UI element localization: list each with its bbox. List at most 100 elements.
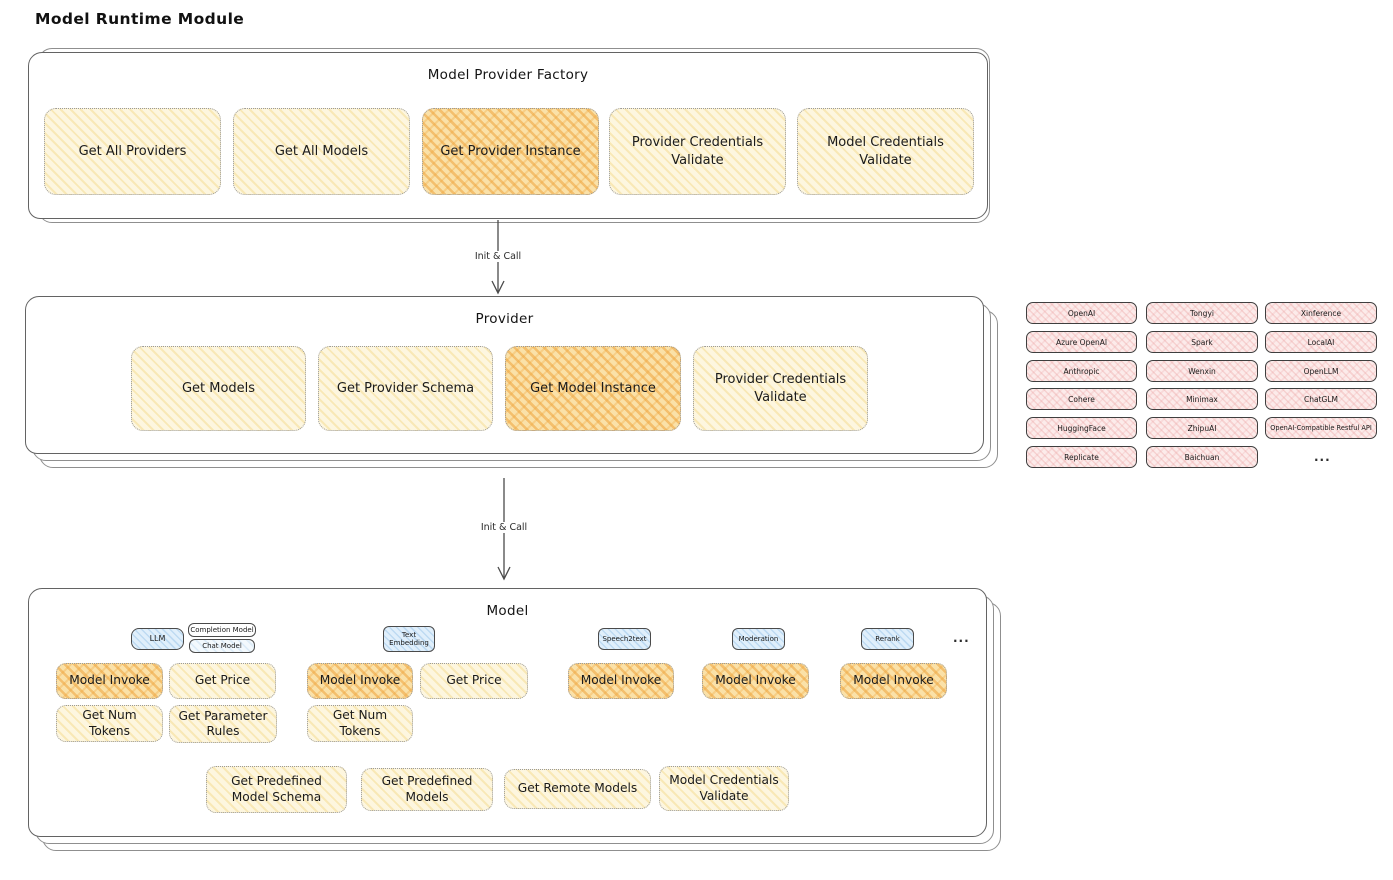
node-label: Model Invoke: [319, 673, 401, 688]
node-label: Model Invoke: [715, 673, 796, 688]
provider-chip-wenxin: Wenxin: [1146, 360, 1258, 382]
chip-label: Azure OpenAI: [1055, 337, 1108, 347]
node-label: Model Invoke: [69, 673, 150, 688]
tab-label: Rerank: [875, 634, 900, 643]
node-label: Get Predefined Models: [381, 774, 473, 804]
tab-text-embedding: Text Embedding: [383, 626, 435, 652]
node-get-provider-instance: Get Provider Instance: [422, 108, 599, 195]
node-llm-model-invoke: Model Invoke: [56, 663, 163, 699]
chip-label: OpenAI: [1067, 308, 1096, 318]
provider-chip-openai-compatible: OpenAI-Compatible Restful API: [1265, 417, 1377, 439]
provider-chip-baichuan: Baichuan: [1146, 446, 1258, 468]
model-title: Model: [486, 603, 529, 619]
tab-label: Text Embedding: [389, 630, 429, 647]
node-moderation-model-invoke: Model Invoke: [702, 663, 809, 699]
node-label: Get Price: [446, 673, 502, 688]
provider-chip-tongyi: Tongyi: [1146, 302, 1258, 324]
node-model-credentials-validate: Model Credentials Validate: [797, 108, 974, 195]
provider-chip-spark: Spark: [1146, 331, 1258, 353]
model-provider-factory-box: Model Provider Factory Get All Providers…: [28, 52, 988, 219]
provider-chip-zhipuai: ZhipuAI: [1146, 417, 1258, 439]
model-tabs-more-ellipsis: ...: [953, 631, 970, 645]
node-rerank-model-invoke: Model Invoke: [840, 663, 947, 699]
node-get-provider-schema: Get Provider Schema: [318, 346, 493, 431]
chip-label: OpenAI-Compatible Restful API: [1270, 424, 1372, 432]
node-label: Get Predefined Model Schema: [231, 774, 322, 804]
tab-label: LLM: [149, 634, 166, 644]
node-label: Get Provider Instance: [440, 143, 581, 159]
provider-chip-openllm: OpenLLM: [1265, 360, 1377, 382]
node-provider-credentials-validate-2: Provider Credentials Validate: [693, 346, 868, 431]
node-speech2text-model-invoke: Model Invoke: [568, 663, 674, 699]
chip-label: Spark: [1191, 337, 1213, 347]
node-label: Get Num Tokens: [332, 708, 388, 738]
provider-title: Provider: [475, 311, 534, 327]
tab-llm: LLM: [131, 628, 184, 650]
node-embedding-get-price: Get Price: [420, 663, 528, 699]
chip-label: HuggingFace: [1057, 423, 1106, 433]
node-get-models: Get Models: [131, 346, 306, 431]
tab-rerank: Rerank: [861, 628, 914, 650]
node-label: Model Invoke: [580, 673, 662, 688]
chip-label: ChatGLM: [1304, 394, 1338, 404]
tab-chat-model: Chat Model: [189, 639, 255, 653]
node-get-remote-models: Get Remote Models: [504, 769, 651, 809]
node-get-model-instance: Get Model Instance: [505, 346, 681, 431]
chip-label: Anthropic: [1063, 366, 1100, 376]
node-label: Get Num Tokens: [82, 708, 137, 738]
node-get-predefined-models: Get Predefined Models: [361, 768, 493, 811]
node-label: Model Credentials Validate: [827, 134, 944, 168]
node-embedding-get-num-tokens: Get Num Tokens: [307, 705, 413, 742]
provider-chip-replicate: Replicate: [1026, 446, 1137, 468]
node-label: Get All Providers: [78, 143, 187, 159]
provider-chip-huggingface: HuggingFace: [1026, 417, 1137, 439]
node-label: Get Models: [181, 380, 256, 396]
arrow-label-init-call-1: Init & Call: [469, 251, 527, 262]
provider-chip-cohere: Cohere: [1026, 388, 1137, 410]
node-label: Model Invoke: [853, 673, 934, 688]
providers-more-ellipsis: ...: [1314, 450, 1331, 464]
tab-label: Completion Model: [190, 625, 254, 634]
provider-chip-minimax: Minimax: [1146, 388, 1258, 410]
factory-title: Model Provider Factory: [427, 67, 589, 83]
node-llm-get-num-tokens: Get Num Tokens: [56, 705, 163, 742]
node-model-credentials-validate-bottom: Model Credentials Validate: [659, 766, 789, 811]
model-box: Model LLM Completion Model Chat Model Te…: [28, 588, 987, 837]
chip-label: Cohere: [1068, 394, 1095, 404]
chip-label: Baichuan: [1184, 452, 1220, 462]
node-embedding-model-invoke: Model Invoke: [307, 663, 413, 699]
node-label: Provider Credentials Validate: [631, 134, 764, 168]
node-label: Get Model Instance: [530, 380, 656, 396]
tab-speech2text: Speech2text: [598, 628, 651, 650]
chip-label: LocalAI: [1307, 337, 1335, 347]
chip-label: Replicate: [1064, 452, 1099, 462]
node-label: Get Remote Models: [517, 781, 638, 796]
tab-label: Speech2text: [602, 634, 647, 643]
chip-label: Xinference: [1300, 308, 1342, 318]
node-label: Get Parameter Rules: [178, 708, 268, 738]
tab-moderation: Moderation: [732, 628, 785, 650]
provider-chip-anthropic: Anthropic: [1026, 360, 1137, 382]
provider-chip-chatglm: ChatGLM: [1265, 388, 1377, 410]
tab-label: Moderation: [738, 634, 779, 643]
node-get-all-providers: Get All Providers: [44, 108, 221, 195]
chip-label: Wenxin: [1188, 366, 1216, 376]
chip-label: OpenLLM: [1303, 366, 1339, 376]
provider-box: Provider Get Models Get Provider Schema …: [25, 296, 984, 454]
node-get-predefined-model-schema: Get Predefined Model Schema: [206, 766, 347, 813]
chip-label: Tongyi: [1190, 308, 1214, 318]
node-label: Get All Models: [274, 143, 369, 159]
provider-chip-xinference: Xinference: [1265, 302, 1377, 324]
node-provider-credentials-validate: Provider Credentials Validate: [609, 108, 786, 195]
page-title: Model Runtime Module: [35, 10, 245, 28]
node-llm-get-parameter-rules: Get Parameter Rules: [169, 705, 277, 743]
tab-label: Chat Model: [202, 641, 242, 650]
provider-chip-azure-openai: Azure OpenAI: [1026, 331, 1137, 353]
node-label: Get Provider Schema: [336, 380, 475, 396]
node-get-all-models: Get All Models: [233, 108, 410, 195]
chip-label: ZhipuAI: [1187, 423, 1217, 433]
provider-chip-localai: LocalAI: [1265, 331, 1377, 353]
node-label: Provider Credentials Validate: [714, 371, 847, 405]
provider-chip-openai: OpenAI: [1026, 302, 1137, 324]
